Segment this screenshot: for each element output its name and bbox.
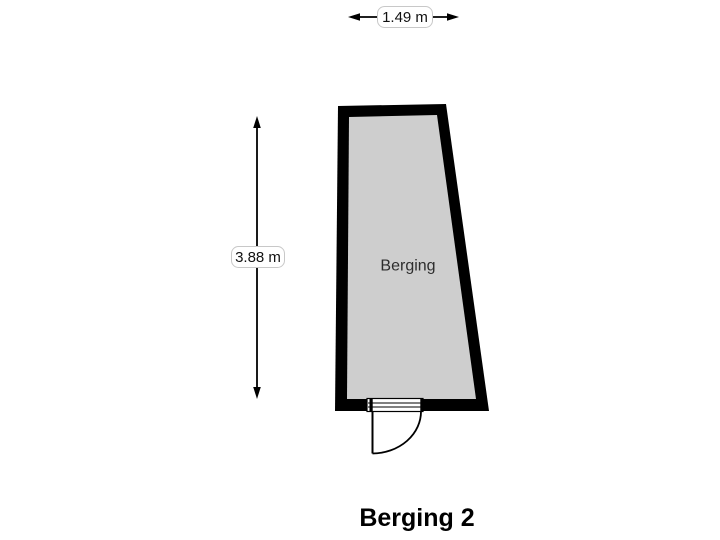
door-threshold — [366, 397, 424, 413]
arrowhead-up-icon — [253, 116, 261, 128]
door-jamb-right — [420, 399, 424, 411]
height-dimension-label: 3.88 m — [235, 249, 281, 266]
door-arc — [372, 410, 422, 455]
height-dimension-label-box — [231, 246, 285, 268]
room-label: Berging — [380, 258, 435, 275]
door-jamb-left — [369, 399, 373, 411]
width-dimension-label: 1.49 m — [382, 9, 428, 26]
room-floor — [347, 115, 476, 399]
width-dimension: 1.49 m — [348, 6, 459, 28]
arrowhead-left-icon — [348, 13, 360, 21]
arrowhead-right-icon — [447, 13, 459, 21]
door-swing — [371, 410, 422, 455]
door-threshold-box — [366, 397, 424, 413]
plan-title: Berging 2 — [359, 504, 474, 532]
width-dimension-label-box — [377, 6, 433, 28]
height-dimension: 3.88 m — [231, 116, 285, 399]
arrowhead-down-icon — [253, 387, 261, 399]
